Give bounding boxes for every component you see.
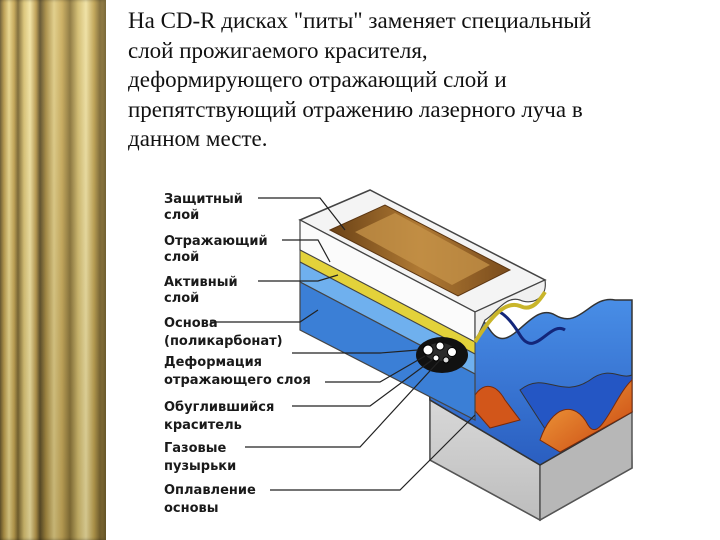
label-gas: Газовые <box>164 441 227 456</box>
leader-line <box>258 197 346 231</box>
leader-line <box>258 274 339 282</box>
leader-lines <box>210 197 476 491</box>
intro-text: На CD-R дисках "питы" заменяет специальн… <box>128 6 708 154</box>
intro-line: слой прожигаемого красителя, <box>128 37 428 63</box>
intro-line: На CD-R дисках "питы" заменяет специальн… <box>128 8 592 33</box>
leader-line <box>292 359 433 407</box>
leader-line <box>282 239 331 263</box>
label-substrate-2: (поликарбонат) <box>164 334 283 349</box>
leader-line <box>245 359 441 448</box>
label-protective: Защитный <box>164 192 243 207</box>
label-reflective-2: слой <box>164 250 199 265</box>
label-substrate: Основа <box>164 316 218 331</box>
label-deformation-2: отражающего слоя <box>164 373 311 388</box>
leader-line <box>210 309 319 323</box>
intro-line: препятствующий отражению лазерного луча … <box>128 96 583 122</box>
intro-line: данном месте. <box>128 126 268 151</box>
label-deformation: Деформация <box>164 355 262 370</box>
decorative-border <box>0 0 106 540</box>
intro-line: деформирующего отражающий слой и <box>128 67 507 92</box>
leader-line <box>270 414 476 491</box>
label-active: Активный <box>164 275 238 290</box>
decorative-border-shade <box>0 0 106 540</box>
leader-line <box>292 349 419 354</box>
layer-labels: Защитный слой Отражающий слой Активный с… <box>164 192 311 516</box>
melt-regions <box>469 378 633 453</box>
leader-line <box>325 355 426 383</box>
label-melt-2: основы <box>164 501 219 516</box>
label-melt: Оплавление <box>164 483 256 498</box>
deformation-spot <box>416 337 468 373</box>
label-gas-2: пузырьки <box>164 459 236 474</box>
label-charred-2: краситель <box>164 418 242 433</box>
label-charred: Обуглившийся <box>164 400 274 415</box>
label-active-2: слой <box>164 291 199 306</box>
label-reflective: Отражающий <box>164 234 268 249</box>
label-protective-2: слой <box>164 208 199 223</box>
